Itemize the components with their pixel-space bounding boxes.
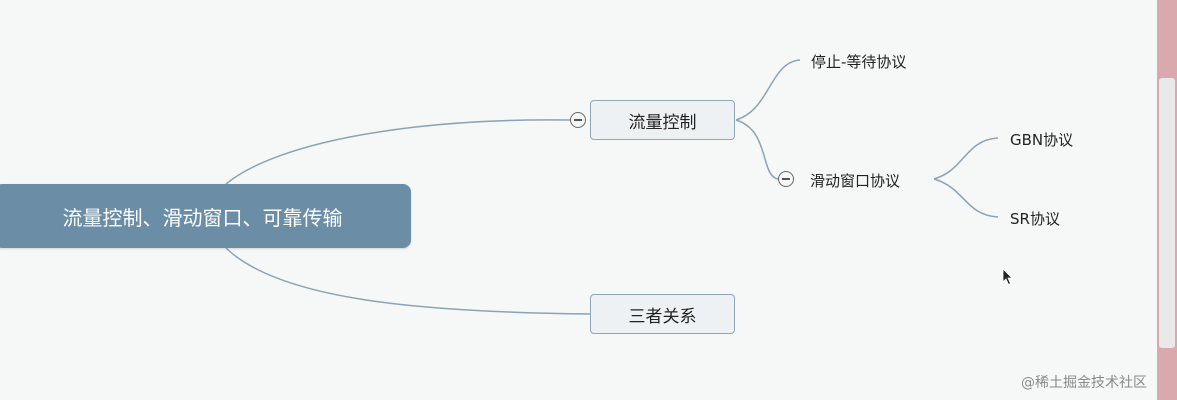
connector-root-flow [225,119,571,185]
connector-slide-gbn [933,137,999,180]
subtopic-sr[interactable]: SR协议 [1010,210,1060,228]
collapse-toggle-flow-control[interactable] [570,112,586,128]
root-topic[interactable]: 流量控制、滑动窗口、可靠传输 [0,184,411,248]
connector-root-three [225,247,591,315]
watermark: @稀土掘金技术社区 [1021,375,1147,391]
topic-flow-control-label: 流量控制 [628,112,697,133]
root-topic-label: 流量控制、滑动窗口、可靠传输 [62,205,343,230]
mouse-cursor-icon [1002,268,1013,286]
subtopic-sliding-window[interactable]: 滑动窗口协议 [810,172,901,190]
connector-flow-stop [735,59,801,121]
subtopic-gbn[interactable]: GBN协议 [1010,131,1074,149]
scrollbar-thumb[interactable] [1159,78,1175,348]
collapse-toggle-sliding-window[interactable] [778,171,794,187]
topic-three-relation-label: 三者关系 [628,306,697,327]
connector-slide-sr [933,178,999,218]
subtopic-stop-wait[interactable]: 停止-等待协议 [811,53,907,71]
topic-three-relation[interactable]: 三者关系 [590,294,735,334]
connector-flow-slide [735,119,779,180]
topic-flow-control[interactable]: 流量控制 [590,100,735,140]
